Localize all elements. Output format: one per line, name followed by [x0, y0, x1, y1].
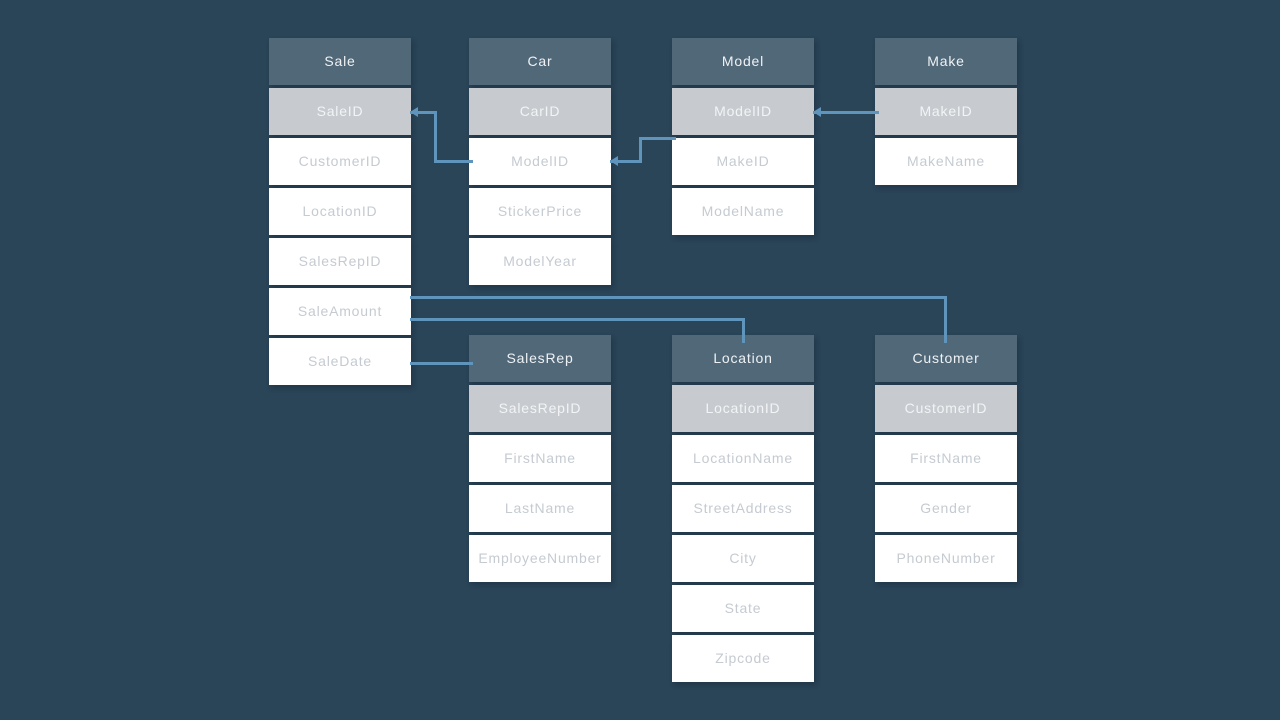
field-row-car-1: StickerPrice: [469, 188, 611, 235]
field-row-sale-4: SaleDate: [269, 338, 411, 385]
field-row-location-4: Zipcode: [672, 635, 814, 682]
connector-line-sale-saleamount-to-location: [741, 317, 745, 343]
connector-arrowhead-icon: [610, 156, 618, 166]
field-row-location-1: StreetAddress: [672, 485, 814, 532]
field-row-location-0: LocationName: [672, 435, 814, 482]
key-field-row-make: MakeID: [875, 88, 1017, 135]
table-title-car: Car: [469, 38, 611, 85]
connector-line-car-modelid-to-model: [609, 159, 642, 163]
key-field-row-salesrep: SalesRepID: [469, 385, 611, 432]
connector-line-model-modelid-to-make-makeid: [812, 110, 879, 114]
key-field-row-customer: CustomerID: [875, 385, 1017, 432]
field-row-model-1: ModelName: [672, 188, 814, 235]
connector-line-sale-saleamount-to-customer: [409, 295, 947, 299]
connector-line-sale-saleamount-to-location: [409, 317, 745, 321]
key-field-row-car: CarID: [469, 88, 611, 135]
field-row-sale-3: SaleAmount: [269, 288, 411, 335]
key-field-row-sale: SaleID: [269, 88, 411, 135]
field-row-sale-2: SalesRepID: [269, 238, 411, 285]
field-row-make-0: MakeName: [875, 138, 1017, 185]
table-title-customer: Customer: [875, 335, 1017, 382]
field-row-car-0: ModelID: [469, 138, 611, 185]
key-field-row-location: LocationID: [672, 385, 814, 432]
connector-line-sale-saleamount-to-customer: [943, 295, 947, 343]
connector-line-sale-saledate-to-salesrep: [409, 361, 473, 365]
table-title-salesrep: SalesRep: [469, 335, 611, 382]
connector-arrowhead-icon: [410, 107, 418, 117]
table-title-model: Model: [672, 38, 814, 85]
connector-line-sale-saleid-to-car-modelid: [433, 159, 473, 163]
connector-line-sale-saleid-to-car-modelid: [433, 110, 437, 163]
table-title-make: Make: [875, 38, 1017, 85]
table-title-location: Location: [672, 335, 814, 382]
table-title-sale: Sale: [269, 38, 411, 85]
field-row-salesrep-2: EmployeeNumber: [469, 535, 611, 582]
field-row-sale-0: CustomerID: [269, 138, 411, 185]
connector-line-car-modelid-to-model: [638, 136, 676, 140]
field-row-salesrep-0: FirstName: [469, 435, 611, 482]
field-row-customer-2: PhoneNumber: [875, 535, 1017, 582]
field-row-location-2: City: [672, 535, 814, 582]
key-field-row-model: ModelID: [672, 88, 814, 135]
field-row-customer-0: FirstName: [875, 435, 1017, 482]
field-row-location-3: State: [672, 585, 814, 632]
connector-line-car-modelid-to-model: [638, 136, 642, 163]
field-row-model-0: MakeID: [672, 138, 814, 185]
field-row-customer-1: Gender: [875, 485, 1017, 532]
field-row-salesrep-1: LastName: [469, 485, 611, 532]
connector-arrowhead-icon: [813, 107, 821, 117]
field-row-sale-1: LocationID: [269, 188, 411, 235]
field-row-car-2: ModelYear: [469, 238, 611, 285]
connector-line-sale-saleid-to-car-modelid: [409, 110, 437, 114]
